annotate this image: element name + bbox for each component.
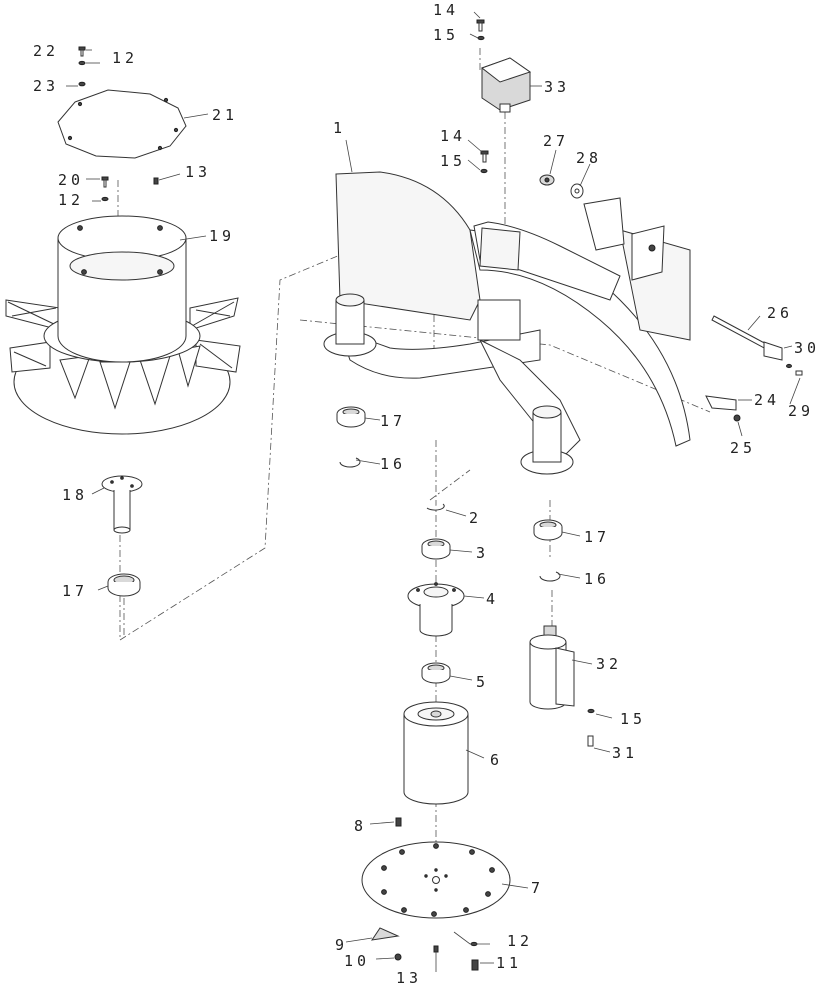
callout-4: 4: [486, 590, 499, 608]
callout-26: 26: [767, 304, 793, 322]
callout-13-bottom: 13: [396, 969, 422, 987]
callout-31: 31: [612, 744, 638, 762]
callout-30: 30: [794, 339, 820, 357]
part-14-bolt-top: [476, 19, 485, 32]
part-18-hub-shaft: [101, 475, 143, 534]
callout-5: 5: [476, 673, 489, 691]
part-23-nut: [78, 81, 86, 87]
part-20-bolt: [101, 176, 109, 188]
part-28-washer: [570, 183, 584, 199]
part-31-bolt: [587, 735, 594, 747]
callout-19: 19: [209, 227, 235, 245]
callout-7: 7: [531, 879, 544, 897]
callout-15-top: 15: [433, 26, 459, 44]
part-1-main-frame: [323, 171, 691, 475]
part-16-circlip-left: [339, 457, 361, 468]
callout-12-mid: 12: [58, 191, 84, 209]
callout-15-low: 15: [620, 710, 646, 728]
callout-1: 1: [333, 119, 346, 137]
callout-25: 25: [730, 439, 756, 457]
part-22-bolt: [78, 46, 86, 57]
part-15-washer-mid: [480, 168, 488, 174]
part-24-bracket: [705, 395, 737, 411]
callout-22: 22: [33, 42, 59, 60]
callout-27: 27: [543, 132, 569, 150]
callout-24: 24: [754, 391, 780, 409]
callout-23: 23: [33, 77, 59, 95]
callout-labels: 1 2 3 4 5 6 7 8 9 10 11 12 12 12 13 13 1…: [33, 1, 820, 987]
part-4-bearing-housing: [407, 582, 465, 637]
part-6-drum-sleeve: [403, 701, 469, 805]
callout-6: 6: [490, 751, 503, 769]
part-32-hydraulic-motor: [529, 625, 575, 710]
callout-17-mid: 17: [380, 412, 406, 430]
callout-17-right: 17: [584, 528, 610, 546]
part-26-pin: [711, 315, 783, 361]
part-30-washer: [786, 363, 792, 369]
callout-14-mid: 14: [440, 127, 466, 145]
part-17-bearing-right: [533, 519, 563, 541]
part-13-nut-top: [153, 177, 159, 185]
part-21-cover-plate: [57, 89, 187, 159]
part-15-washer-low: [587, 708, 595, 714]
callout-2: 2: [469, 509, 482, 527]
callout-17-left: 17: [62, 582, 88, 600]
part-14-bolt-mid: [480, 150, 489, 163]
callout-20: 20: [58, 171, 84, 189]
part-16-circlip-right: [539, 571, 561, 582]
callout-9: 9: [335, 936, 348, 954]
part-3-bearing: [421, 538, 451, 560]
leader-lines: [66, 11, 801, 972]
part-7-spreader-disc: [361, 841, 511, 919]
callout-28: 28: [576, 149, 602, 167]
part-9-blade: [370, 927, 400, 941]
callout-16-right: 16: [584, 570, 610, 588]
part-5-bearing: [421, 662, 451, 684]
part-10-nut: [394, 953, 402, 961]
callout-12-top: 12: [112, 49, 138, 67]
part-27-nut: [539, 174, 555, 186]
callout-14-top: 14: [433, 1, 459, 19]
callout-16-left: 16: [380, 455, 406, 473]
part-13-nut-bottom: [433, 945, 439, 953]
callout-10: 10: [344, 952, 370, 970]
part-11-bolt: [471, 959, 479, 971]
part-2-circlip: [426, 503, 445, 511]
part-33-gearbox: [480, 57, 532, 113]
callout-33: 33: [544, 78, 570, 96]
callout-13-top: 13: [185, 163, 211, 181]
part-12-washer-mid: [101, 196, 109, 202]
callout-29: 29: [788, 402, 814, 420]
callout-18: 18: [62, 486, 88, 504]
callout-8: 8: [354, 817, 367, 835]
callout-12-bottom: 12: [507, 932, 533, 950]
callout-32: 32: [596, 655, 622, 673]
callout-15-mid: 15: [440, 152, 466, 170]
part-12-washer-top: [78, 60, 86, 66]
part-17-bearing-left: [107, 573, 141, 597]
part-25-nut: [733, 414, 741, 422]
callout-11: 11: [496, 954, 522, 972]
callout-21: 21: [212, 106, 238, 124]
part-19-drum-assembly: [5, 215, 241, 435]
callout-3: 3: [476, 544, 489, 562]
part-17-bearing-mid: [336, 406, 366, 428]
part-8-bolt: [395, 817, 402, 827]
part-15-washer-top: [477, 35, 485, 41]
part-29-bolt: [795, 370, 803, 376]
